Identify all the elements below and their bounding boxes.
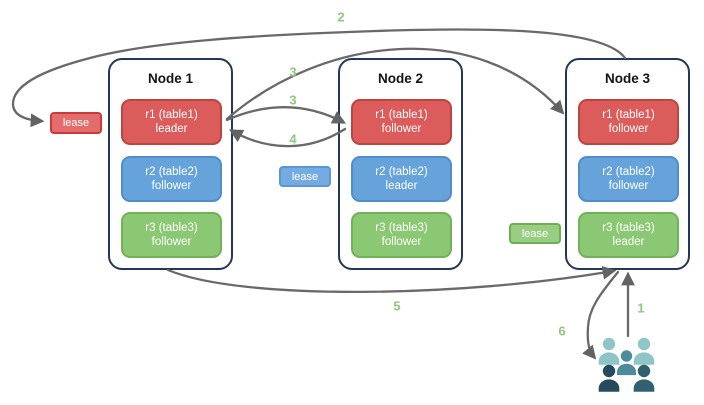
node3-replica-r3: r3 (table3) leader xyxy=(578,212,679,258)
users-group-icon xyxy=(598,337,655,392)
replica-range-label: r3 (table3) xyxy=(375,222,428,234)
arrow-step-3-leader-to-node2-follower xyxy=(225,105,347,124)
replica-range-label: r2 (table2) xyxy=(145,166,198,178)
step-label-3-upper: 3 xyxy=(289,64,297,80)
replica-role-label: leader xyxy=(612,236,645,248)
replica-role-label: leader xyxy=(155,123,188,135)
step-label-3-lower: 3 xyxy=(289,92,297,108)
node-2-card: Node 2 r1 (table1) follower r2 (table2) … xyxy=(338,58,463,270)
step-label-6: 6 xyxy=(558,323,566,339)
node-1-title: Node 1 xyxy=(147,71,193,86)
node-2-title: Node 2 xyxy=(377,71,423,86)
node1-replica-r1: r1 (table1) leader xyxy=(121,99,222,145)
node-1-card: Node 1 r1 (table1) leader r2 (table2) fo… xyxy=(108,58,233,270)
replica-role-label: follower xyxy=(608,180,649,192)
node1-replica-r3: r3 (table3) follower xyxy=(121,212,222,258)
node-3-card: Node 3 r1 (table1) follower r2 (table2) … xyxy=(565,58,690,270)
node2-replica-r3: r3 (table3) follower xyxy=(351,212,452,258)
node-3-title: Node 3 xyxy=(604,71,650,86)
user-figure-bottom-left xyxy=(598,364,620,392)
user-figure-top-right xyxy=(633,337,655,365)
replica-role-label: leader xyxy=(385,180,418,192)
user-figure-middle xyxy=(617,350,636,376)
replica-role-label: follower xyxy=(151,180,192,192)
arrow-step-5-node1-to-node3 xyxy=(166,265,617,294)
node2-replica-r1: r1 (table1) follower xyxy=(351,99,452,145)
replica-range-label: r2 (table2) xyxy=(375,166,428,178)
replica-role-label: follower xyxy=(381,236,422,248)
replica-role-label: follower xyxy=(151,236,192,248)
replica-range-label: r1 (table1) xyxy=(375,109,428,121)
user-figure-bottom-right xyxy=(633,364,655,392)
replica-range-label: r2 (table2) xyxy=(602,166,655,178)
replica-range-label: r3 (table3) xyxy=(602,222,655,234)
arrow-step-2-node3-to-leaseholder xyxy=(11,28,627,128)
step-label-2: 2 xyxy=(337,9,345,25)
replica-role-label: follower xyxy=(608,123,649,135)
node3-replica-r2: r2 (table2) follower xyxy=(578,156,679,202)
replica-range-label: r1 (table1) xyxy=(602,109,655,121)
replica-role-label: follower xyxy=(381,123,422,135)
step-label-4: 4 xyxy=(289,131,297,147)
step-label-5: 5 xyxy=(393,298,401,314)
replica-range-label: r3 (table3) xyxy=(145,222,198,234)
lease-badge-green: lease xyxy=(509,223,561,244)
lease-badge-red: lease xyxy=(50,112,102,134)
node2-replica-r2: r2 (table2) leader xyxy=(351,156,452,202)
replica-range-label: r1 (table1) xyxy=(145,109,198,121)
step-label-1: 1 xyxy=(637,300,645,316)
node3-replica-r1: r1 (table1) follower xyxy=(578,99,679,145)
lease-badge-blue: lease xyxy=(279,166,331,187)
node1-replica-r2: r2 (table2) follower xyxy=(121,156,222,202)
user-figure-top-left xyxy=(598,337,620,365)
